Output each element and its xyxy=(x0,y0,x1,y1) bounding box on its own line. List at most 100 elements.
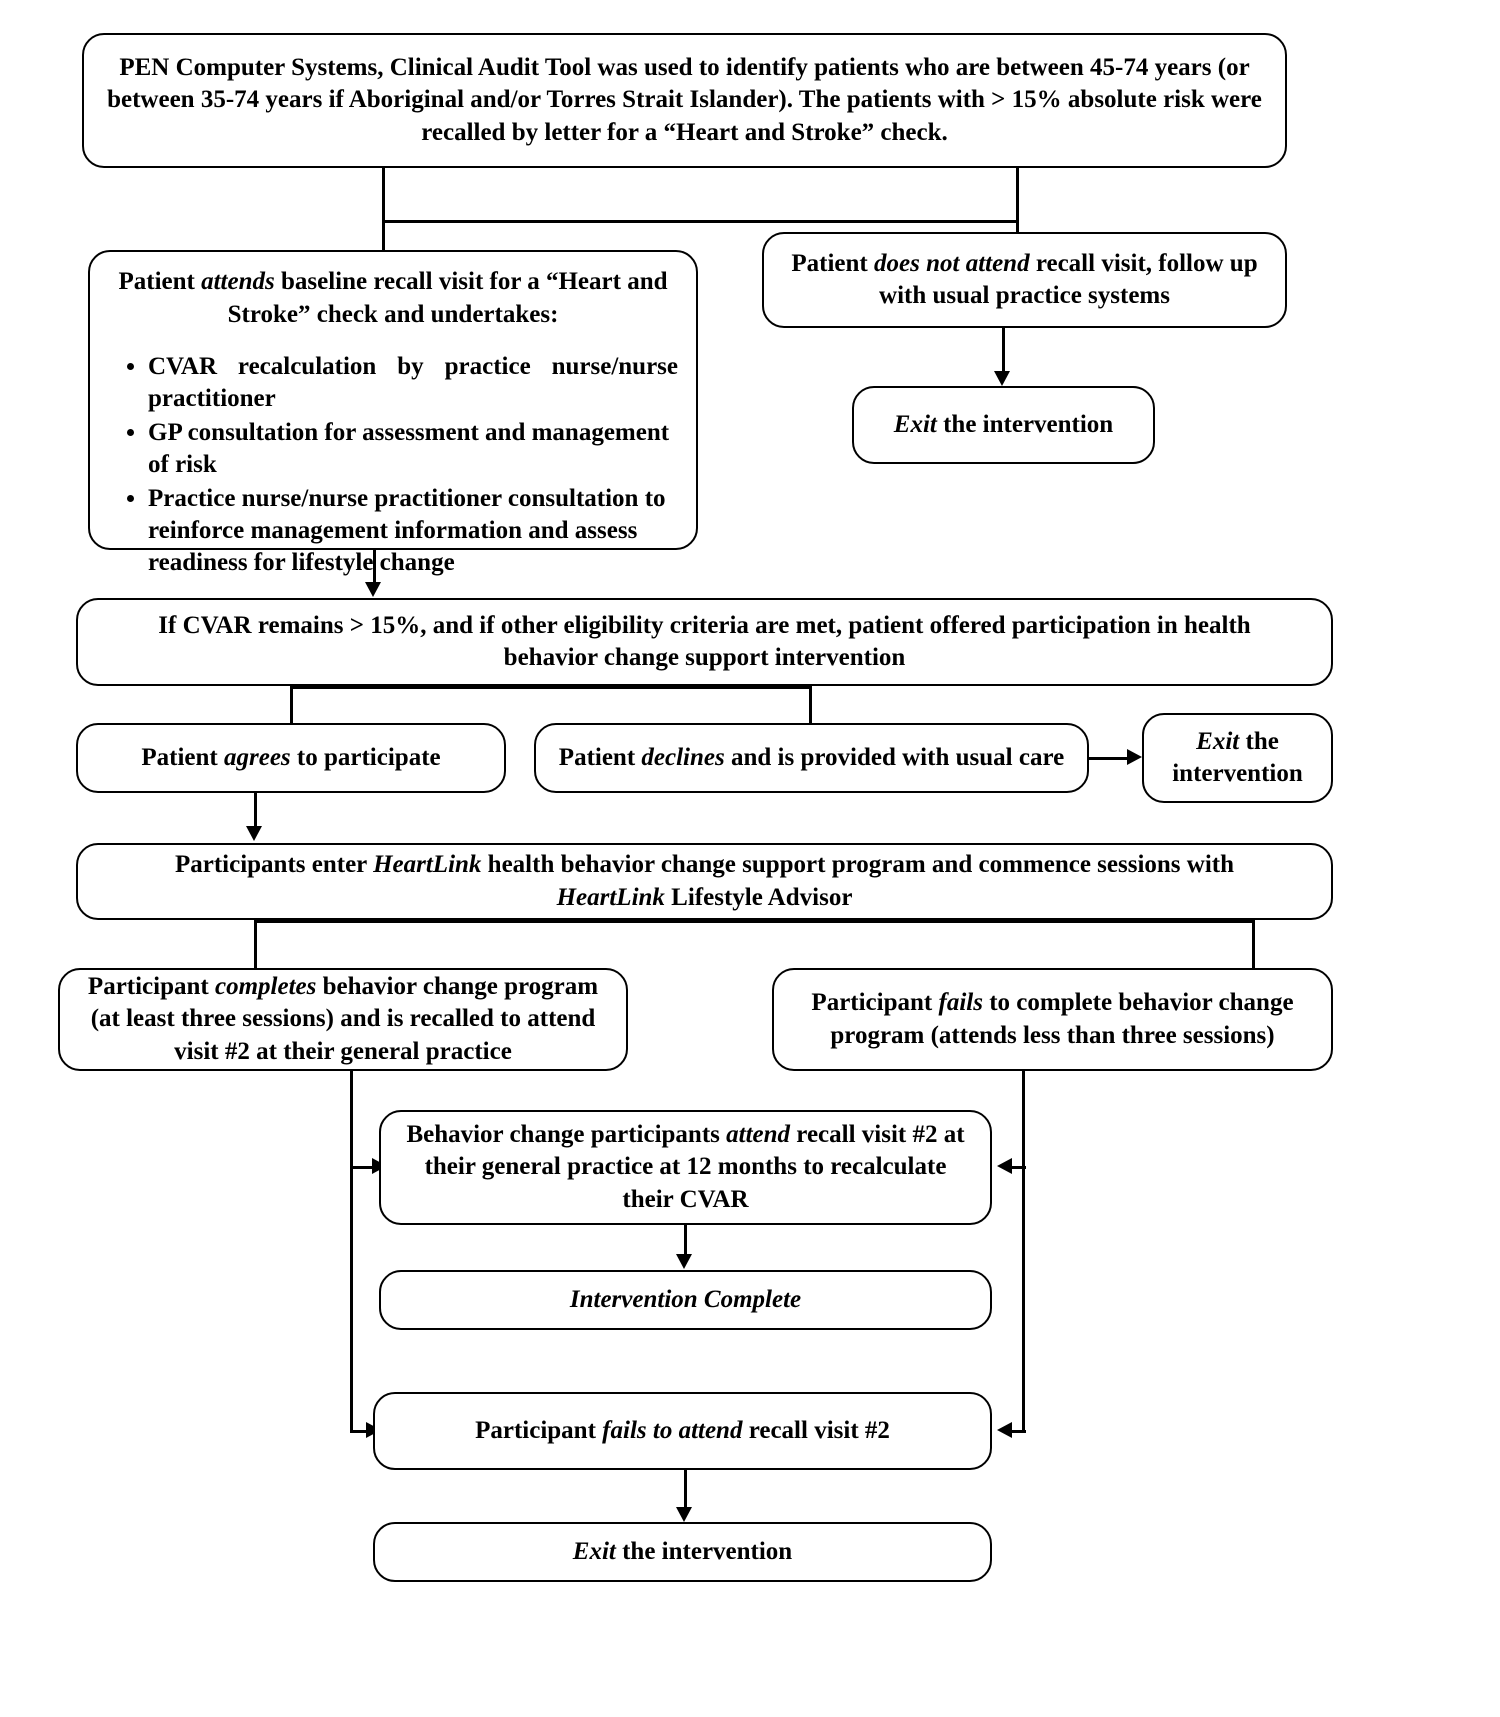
arrowhead-declines-exit2 xyxy=(1127,749,1142,765)
exit3-post: the intervention xyxy=(615,1537,793,1565)
screening-line-3: recalled by letter for a “Heart and Stro… xyxy=(421,118,948,146)
fails-emphasis: fails xyxy=(938,989,983,1016)
arrowhead-failattend-exit3 xyxy=(676,1507,692,1522)
fails-post: to complete behavior change program (att… xyxy=(830,989,1294,1049)
connector-fails-to-attendv2 xyxy=(1012,1166,1026,1169)
attends-heading-emphasis: attends xyxy=(201,268,275,295)
heartlink-mid: health behavior change support program a… xyxy=(481,851,1235,878)
intervention-complete-text: Intervention Complete xyxy=(381,1284,990,1317)
screening-line-1: PEN Computer Systems, Clinical Audit Too… xyxy=(119,53,1250,81)
attends-bullet-list: CVAR recalculation by practice nurse/nur… xyxy=(90,351,696,581)
arrowhead-notattend-exit1 xyxy=(994,371,1010,386)
cvar-text: If CVAR remains > 15%, and if other elig… xyxy=(158,611,1251,672)
connector-notattend-to-exit1 xyxy=(1002,328,1005,372)
notattend-emphasis: does not attend xyxy=(874,249,1030,277)
exit1-post: the intervention xyxy=(936,410,1114,438)
connector-heartlink-to-fails xyxy=(1252,920,1255,968)
list-item: Practice nurse/nurse practitioner consul… xyxy=(148,483,678,579)
arrowhead-agrees-heartlink xyxy=(246,826,262,841)
node-intervention-complete[interactable]: Intervention Complete xyxy=(379,1270,992,1330)
attends-heading: Patient attends baseline recall visit fo… xyxy=(90,266,696,331)
connector-attends-to-cvar xyxy=(373,550,376,583)
completes-emphasis: completes xyxy=(215,972,317,1000)
connector-cvar-to-agrees xyxy=(290,686,293,723)
declines-text: Patient declines and is provided with us… xyxy=(536,742,1087,775)
connector-fails-right-rail xyxy=(1022,1071,1025,1431)
agrees-emphasis: agrees xyxy=(224,743,291,771)
completes-post: behavior change program (at least three … xyxy=(90,972,599,1065)
node-patient-declines[interactable]: Patient declines and is provided with us… xyxy=(534,723,1089,793)
failattend-post: recall visit #2 xyxy=(742,1416,890,1444)
screening-line-2: between 35-74 years if Aboriginal and/or… xyxy=(107,86,1262,114)
agrees-pre: Patient xyxy=(141,743,224,771)
exit2-emphasis: Exit xyxy=(1196,727,1240,755)
exit1-text: Exit the intervention xyxy=(854,409,1153,442)
notattend-pre: Patient xyxy=(791,249,875,277)
failattend-pre: Participant xyxy=(475,1416,603,1444)
heartlink-text: Participants enter HeartLink health beha… xyxy=(78,849,1331,914)
connector-cvar-to-declines xyxy=(809,686,812,723)
declines-post: and is provided with usual care xyxy=(724,743,1065,771)
connector-screening-to-branch xyxy=(382,168,385,222)
intervention-complete-emphasis: Intervention Complete xyxy=(569,1285,802,1313)
heartlink-pre: Participants enter xyxy=(174,851,374,878)
exit1-emphasis: Exit xyxy=(893,410,937,438)
connector-cvar-split xyxy=(290,686,810,689)
failattend-text: Participant fails to attend recall visit… xyxy=(375,1415,990,1448)
heartlink-emphasis-2: HeartLink xyxy=(556,883,665,911)
attends-heading-post: baseline recall visit for a “Heart and S… xyxy=(227,268,668,328)
connector-failattend-to-exit3 xyxy=(684,1470,687,1508)
heartlink-emphasis-1: HeartLink xyxy=(373,851,482,878)
node-exit-intervention-1[interactable]: Exit the intervention xyxy=(852,386,1155,464)
attendv2-text: Behavior change participants attend reca… xyxy=(381,1119,990,1217)
connector-screening-split xyxy=(382,220,1018,223)
connector-fails-to-failattend xyxy=(1012,1430,1026,1433)
connector-completes-left-rail xyxy=(350,1071,353,1431)
connector-branch-to-attends xyxy=(382,220,385,250)
connector-agrees-to-heartlink xyxy=(254,793,257,827)
list-item: GP consultation for assessment and manag… xyxy=(148,417,678,481)
attends-heading-pre: Patient xyxy=(118,268,202,295)
node-attend-recall-visit-2[interactable]: Behavior change participants attend reca… xyxy=(379,1110,992,1225)
connector-completes-to-failattend xyxy=(350,1430,368,1433)
connector-completes-to-attendv2 xyxy=(350,1166,374,1169)
exit2-text: Exit the intervention xyxy=(1144,726,1331,791)
exit3-text: Exit the intervention xyxy=(375,1536,990,1569)
attendv2-pre: Behavior change participants xyxy=(406,1120,727,1148)
completes-pre: Participant xyxy=(87,972,215,1000)
connector-attendv2-to-complete xyxy=(684,1225,687,1255)
node-fails-to-attend-visit-2[interactable]: Participant fails to attend recall visit… xyxy=(373,1392,992,1470)
node-heartlink-program[interactable]: Participants enter HeartLink health beha… xyxy=(76,843,1333,920)
exit3-emphasis: Exit xyxy=(572,1537,616,1565)
connector-heartlink-to-completes xyxy=(254,920,257,968)
notattend-text: Patient does not attend recall visit, fo… xyxy=(764,248,1285,313)
connector-branch-to-notattend xyxy=(1016,168,1019,232)
connector-declines-to-exit2 xyxy=(1089,757,1128,760)
failattend-emphasis: fails to attend xyxy=(602,1416,743,1444)
node-screening[interactable]: PEN Computer Systems, Clinical Audit Too… xyxy=(82,33,1287,168)
node-exit-intervention-2[interactable]: Exit the intervention xyxy=(1142,713,1333,803)
arrowhead-fails-failattend xyxy=(997,1422,1012,1438)
node-patient-attends[interactable]: Patient attends baseline recall visit fo… xyxy=(88,250,698,576)
notattend-post: recall visit, follow up with usual pract… xyxy=(879,249,1258,310)
node-exit-intervention-3[interactable]: Exit the intervention xyxy=(373,1522,992,1582)
declines-emphasis: declines xyxy=(641,743,725,771)
attendv2-emphasis: attend xyxy=(726,1120,791,1148)
connector-heartlink-split xyxy=(254,920,1254,923)
attendv2-post: recall visit #2 at their general practic… xyxy=(424,1120,965,1213)
fails-pre: Participant xyxy=(811,989,939,1016)
arrowhead-fails-attendv2 xyxy=(997,1158,1012,1174)
node-participant-completes[interactable]: Participant completes behavior change pr… xyxy=(58,968,628,1071)
agrees-post: to participate xyxy=(290,743,441,771)
completes-text: Participant completes behavior change pr… xyxy=(60,971,626,1069)
arrowhead-attendv2-complete xyxy=(676,1254,692,1269)
node-patient-does-not-attend[interactable]: Patient does not attend recall visit, fo… xyxy=(762,232,1287,328)
node-cvar-remains[interactable]: If CVAR remains > 15%, and if other elig… xyxy=(76,598,1333,686)
exit2-post: the intervention xyxy=(1172,727,1303,788)
node-patient-agrees[interactable]: Patient agrees to participate xyxy=(76,723,506,793)
agrees-text: Patient agrees to participate xyxy=(78,742,504,775)
arrowhead-attends-cvar xyxy=(365,582,381,597)
fails-text: Participant fails to complete behavior c… xyxy=(774,987,1331,1052)
node-participant-fails-program[interactable]: Participant fails to complete behavior c… xyxy=(772,968,1333,1071)
